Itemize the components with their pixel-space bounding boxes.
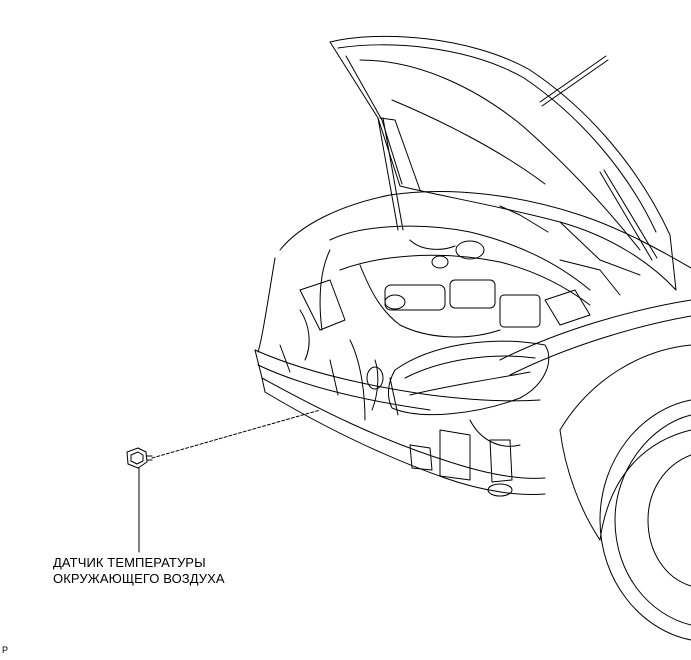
headlight [387, 340, 550, 416]
callout-label-line-1: ДАТЧИК ТЕМПЕРАТУРЫ [53, 555, 206, 570]
open-hood [329, 35, 677, 291]
front-wheel [599, 399, 691, 641]
sensor-callout-label: ДАТЧИК ТЕМПЕРАТУРЫ ОКРУЖАЮЩЕГО ВОЗДУХА [53, 555, 225, 587]
hood-struts [377, 55, 658, 261]
engine-components [299, 225, 621, 497]
callout-label-line-2: ОКРУЖАЮЩЕГО ВОЗДУХА [53, 571, 225, 586]
ambient-temperature-sensor [126, 447, 153, 469]
bumper-reinforcement [254, 344, 546, 495]
corner-mark: P [2, 645, 9, 655]
car-body [257, 191, 691, 541]
leader-dashed-line [151, 409, 321, 459]
